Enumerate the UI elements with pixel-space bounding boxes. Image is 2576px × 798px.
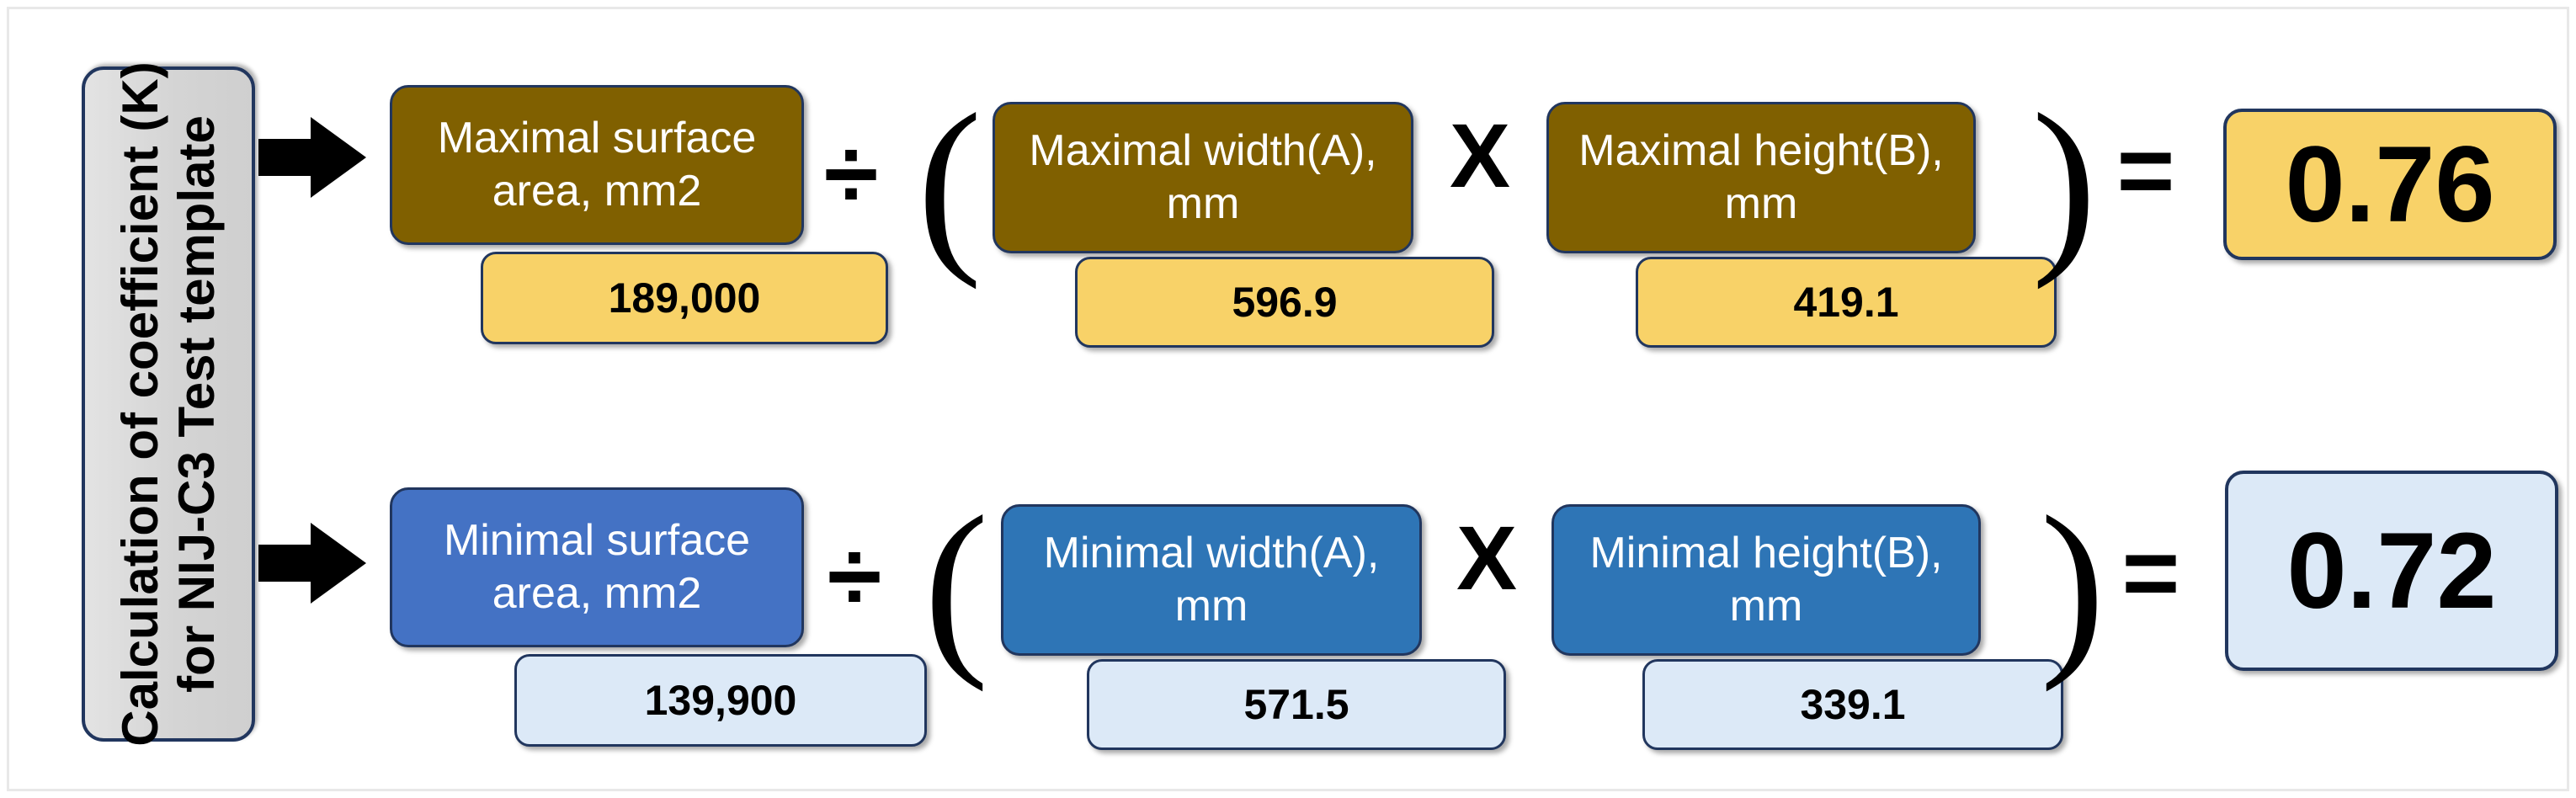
result-maximal-k[interactable]: 0.76	[2223, 109, 2557, 260]
side-label-panel: Calculation of coefficient (K) for NIJ-C…	[82, 61, 255, 747]
paren-close-maximal: )	[2031, 73, 2097, 290]
result-minimal-k[interactable]: 0.72	[2225, 471, 2558, 671]
arrow-right-icon-minimal	[258, 523, 366, 604]
side-label-line1: Calculation of coefficient (K)	[111, 61, 168, 747]
value-minimal-surface-area[interactable]: 139,900	[514, 654, 927, 747]
value-text: 596.9	[1232, 279, 1338, 326]
figure-frame: Calculation of coefficient (K) for NIJ-C…	[7, 7, 2569, 791]
value-text: 571.5	[1243, 681, 1349, 728]
result-value: 0.76	[2285, 124, 2495, 245]
divide-operator-minimal: ÷	[827, 521, 882, 632]
paren-open-minimal: (	[923, 476, 989, 693]
result-value: 0.72	[2286, 510, 2497, 631]
value-text: 419.1	[1793, 279, 1899, 326]
node-label: Maximal width(A), mm	[1029, 125, 1377, 228]
side-label-rotated: Calculation of coefficient (K) for NIJ-C…	[82, 61, 255, 747]
value-minimal-height[interactable]: 339.1	[1642, 659, 2063, 750]
divide-operator-maximal: ÷	[823, 119, 879, 230]
side-label-line2: for NIJ-C3 Test template	[168, 115, 225, 693]
value-maximal-surface-area[interactable]: 189,000	[481, 252, 888, 344]
node-maximal-width[interactable]: Maximal width(A), mm	[993, 102, 1413, 253]
equals-operator-minimal: =	[2121, 518, 2180, 629]
node-minimal-surface-area[interactable]: Minimal surface area, mm2	[390, 487, 804, 647]
node-label: Minimal width(A), mm	[1043, 528, 1380, 630]
value-text: 189,000	[608, 274, 761, 322]
arrow-head	[311, 523, 366, 604]
node-maximal-height[interactable]: Maximal height(B), mm	[1546, 102, 1976, 253]
value-text: 139,900	[644, 677, 797, 724]
value-maximal-height[interactable]: 419.1	[1636, 257, 2057, 348]
arrow-head	[311, 117, 366, 198]
arrow-right-icon-maximal	[258, 117, 366, 198]
node-label: Minimal surface area, mm2	[443, 515, 751, 618]
paren-close-minimal: )	[2040, 476, 2105, 693]
node-label: Maximal surface area, mm2	[437, 113, 757, 215]
node-label: Maximal height(B), mm	[1578, 125, 1944, 228]
value-maximal-width[interactable]: 596.9	[1075, 257, 1494, 348]
value-text: 339.1	[1800, 681, 1906, 728]
value-minimal-width[interactable]: 571.5	[1087, 659, 1506, 750]
node-minimal-height[interactable]: Minimal height(B), mm	[1551, 504, 1981, 656]
times-operator-maximal: X	[1449, 104, 1511, 206]
equals-operator-maximal: =	[2116, 115, 2175, 226]
node-minimal-width[interactable]: Minimal width(A), mm	[1001, 504, 1422, 656]
node-label: Minimal height(B), mm	[1589, 528, 1943, 630]
node-maximal-surface-area[interactable]: Maximal surface area, mm2	[390, 85, 804, 245]
paren-open-maximal: (	[917, 73, 982, 290]
times-operator-minimal: X	[1456, 506, 1518, 609]
